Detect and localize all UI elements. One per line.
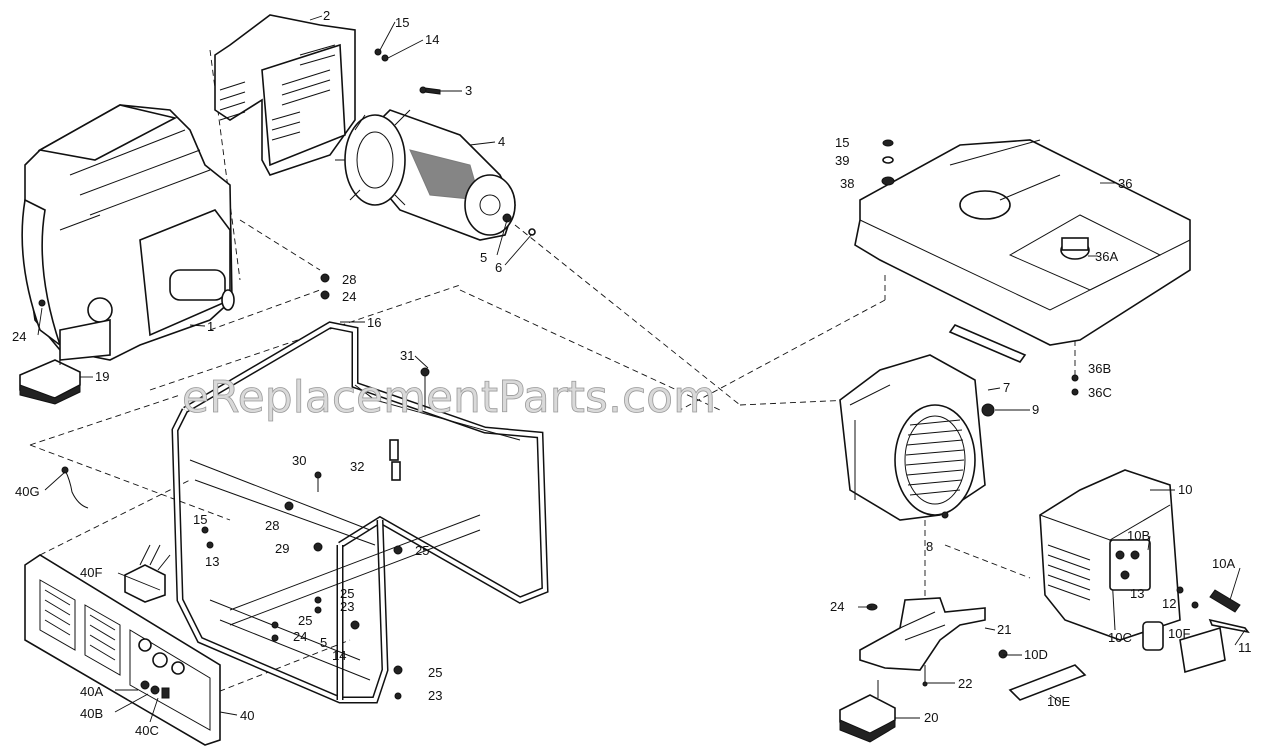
callout-23: 23 bbox=[340, 599, 354, 614]
callout-14: 14 bbox=[332, 648, 346, 663]
callout-40a: 40A bbox=[80, 684, 103, 699]
callout-23: 23 bbox=[428, 688, 442, 703]
callout-19: 19 bbox=[95, 369, 109, 384]
callout-6: 6 bbox=[495, 260, 502, 275]
callout-24: 24 bbox=[342, 289, 356, 304]
callout-39: 39 bbox=[835, 153, 849, 168]
frame-hardware bbox=[201, 273, 430, 700]
callout-14: 14 bbox=[425, 32, 439, 47]
tank-hardware bbox=[881, 139, 1079, 396]
callout-15: 15 bbox=[835, 135, 849, 150]
callout-21: 21 bbox=[997, 622, 1011, 637]
callout-13: 13 bbox=[1130, 586, 1144, 601]
callout-28: 28 bbox=[265, 518, 279, 533]
callout-36b: 36B bbox=[1088, 361, 1111, 376]
callout-9: 9 bbox=[1032, 402, 1039, 417]
callout-24: 24 bbox=[293, 629, 307, 644]
callout-5: 5 bbox=[480, 250, 487, 265]
callout-38: 38 bbox=[840, 176, 854, 191]
callout-4: 4 bbox=[498, 134, 505, 149]
control-box bbox=[1039, 469, 1181, 641]
fuel-tank bbox=[854, 139, 1191, 346]
callout-7: 7 bbox=[1003, 380, 1010, 395]
control-panel bbox=[24, 554, 221, 746]
callout-40g: 40G bbox=[15, 484, 40, 499]
callout-5: 5 bbox=[320, 635, 327, 650]
callout-10f: 10F bbox=[1168, 626, 1190, 641]
callout-24: 24 bbox=[12, 329, 26, 344]
frame bbox=[171, 321, 549, 704]
callout-10c: 10C bbox=[1108, 630, 1132, 645]
callout-12: 12 bbox=[1162, 596, 1176, 611]
control-box-parts bbox=[998, 586, 1250, 701]
callout-10d: 10D bbox=[1024, 647, 1048, 662]
callout-15: 15 bbox=[193, 512, 207, 527]
callout-10: 10 bbox=[1178, 482, 1192, 497]
callout-13: 13 bbox=[205, 554, 219, 569]
callout-20: 20 bbox=[924, 710, 938, 725]
callout-15: 15 bbox=[395, 15, 409, 30]
callout-28: 28 bbox=[342, 272, 356, 287]
callout-24: 24 bbox=[830, 599, 844, 614]
callout-40f: 40F bbox=[80, 565, 102, 580]
callout-25: 25 bbox=[428, 665, 442, 680]
callout-labels: 2 15 14 3 4 5 6 28 24 1 24 19 16 31 30 3… bbox=[12, 8, 1252, 738]
blower-housing bbox=[214, 14, 356, 176]
isolator-mount bbox=[839, 680, 896, 743]
callout-30: 30 bbox=[292, 453, 306, 468]
watermark-text: eReplacementParts.com bbox=[182, 372, 716, 423]
engine-mount bbox=[19, 345, 81, 405]
end-bell bbox=[839, 354, 995, 521]
callout-22: 22 bbox=[958, 676, 972, 691]
assembly-lines bbox=[29, 49, 1076, 696]
callout-36: 36 bbox=[1118, 176, 1132, 191]
leader-lines bbox=[37, 15, 1246, 723]
callout-40: 40 bbox=[240, 708, 254, 723]
callout-10b: 10B bbox=[1127, 528, 1150, 543]
callout-10a: 10A bbox=[1212, 556, 1235, 571]
mount-bracket bbox=[859, 597, 986, 687]
callout-25: 25 bbox=[340, 586, 354, 601]
alternator bbox=[335, 109, 536, 241]
callout-11: 11 bbox=[1238, 640, 1252, 655]
engine bbox=[21, 104, 235, 361]
callout-25: 25 bbox=[298, 613, 312, 628]
callout-10e: 10E bbox=[1047, 694, 1070, 709]
callout-29: 29 bbox=[275, 541, 289, 556]
callout-3: 3 bbox=[465, 83, 472, 98]
callout-36c: 36C bbox=[1088, 385, 1112, 400]
callout-36a: 36A bbox=[1095, 249, 1118, 264]
callout-40b: 40B bbox=[80, 706, 103, 721]
callout-1: 1 bbox=[207, 319, 214, 334]
callout-25: 25 bbox=[415, 543, 429, 558]
callout-16: 16 bbox=[367, 315, 381, 330]
fasteners-top bbox=[374, 48, 441, 95]
callout-32: 32 bbox=[350, 459, 364, 474]
callout-2: 2 bbox=[323, 8, 330, 23]
callout-40c: 40C bbox=[135, 723, 159, 738]
callout-31: 31 bbox=[400, 348, 414, 363]
callout-8: 8 bbox=[926, 539, 933, 554]
